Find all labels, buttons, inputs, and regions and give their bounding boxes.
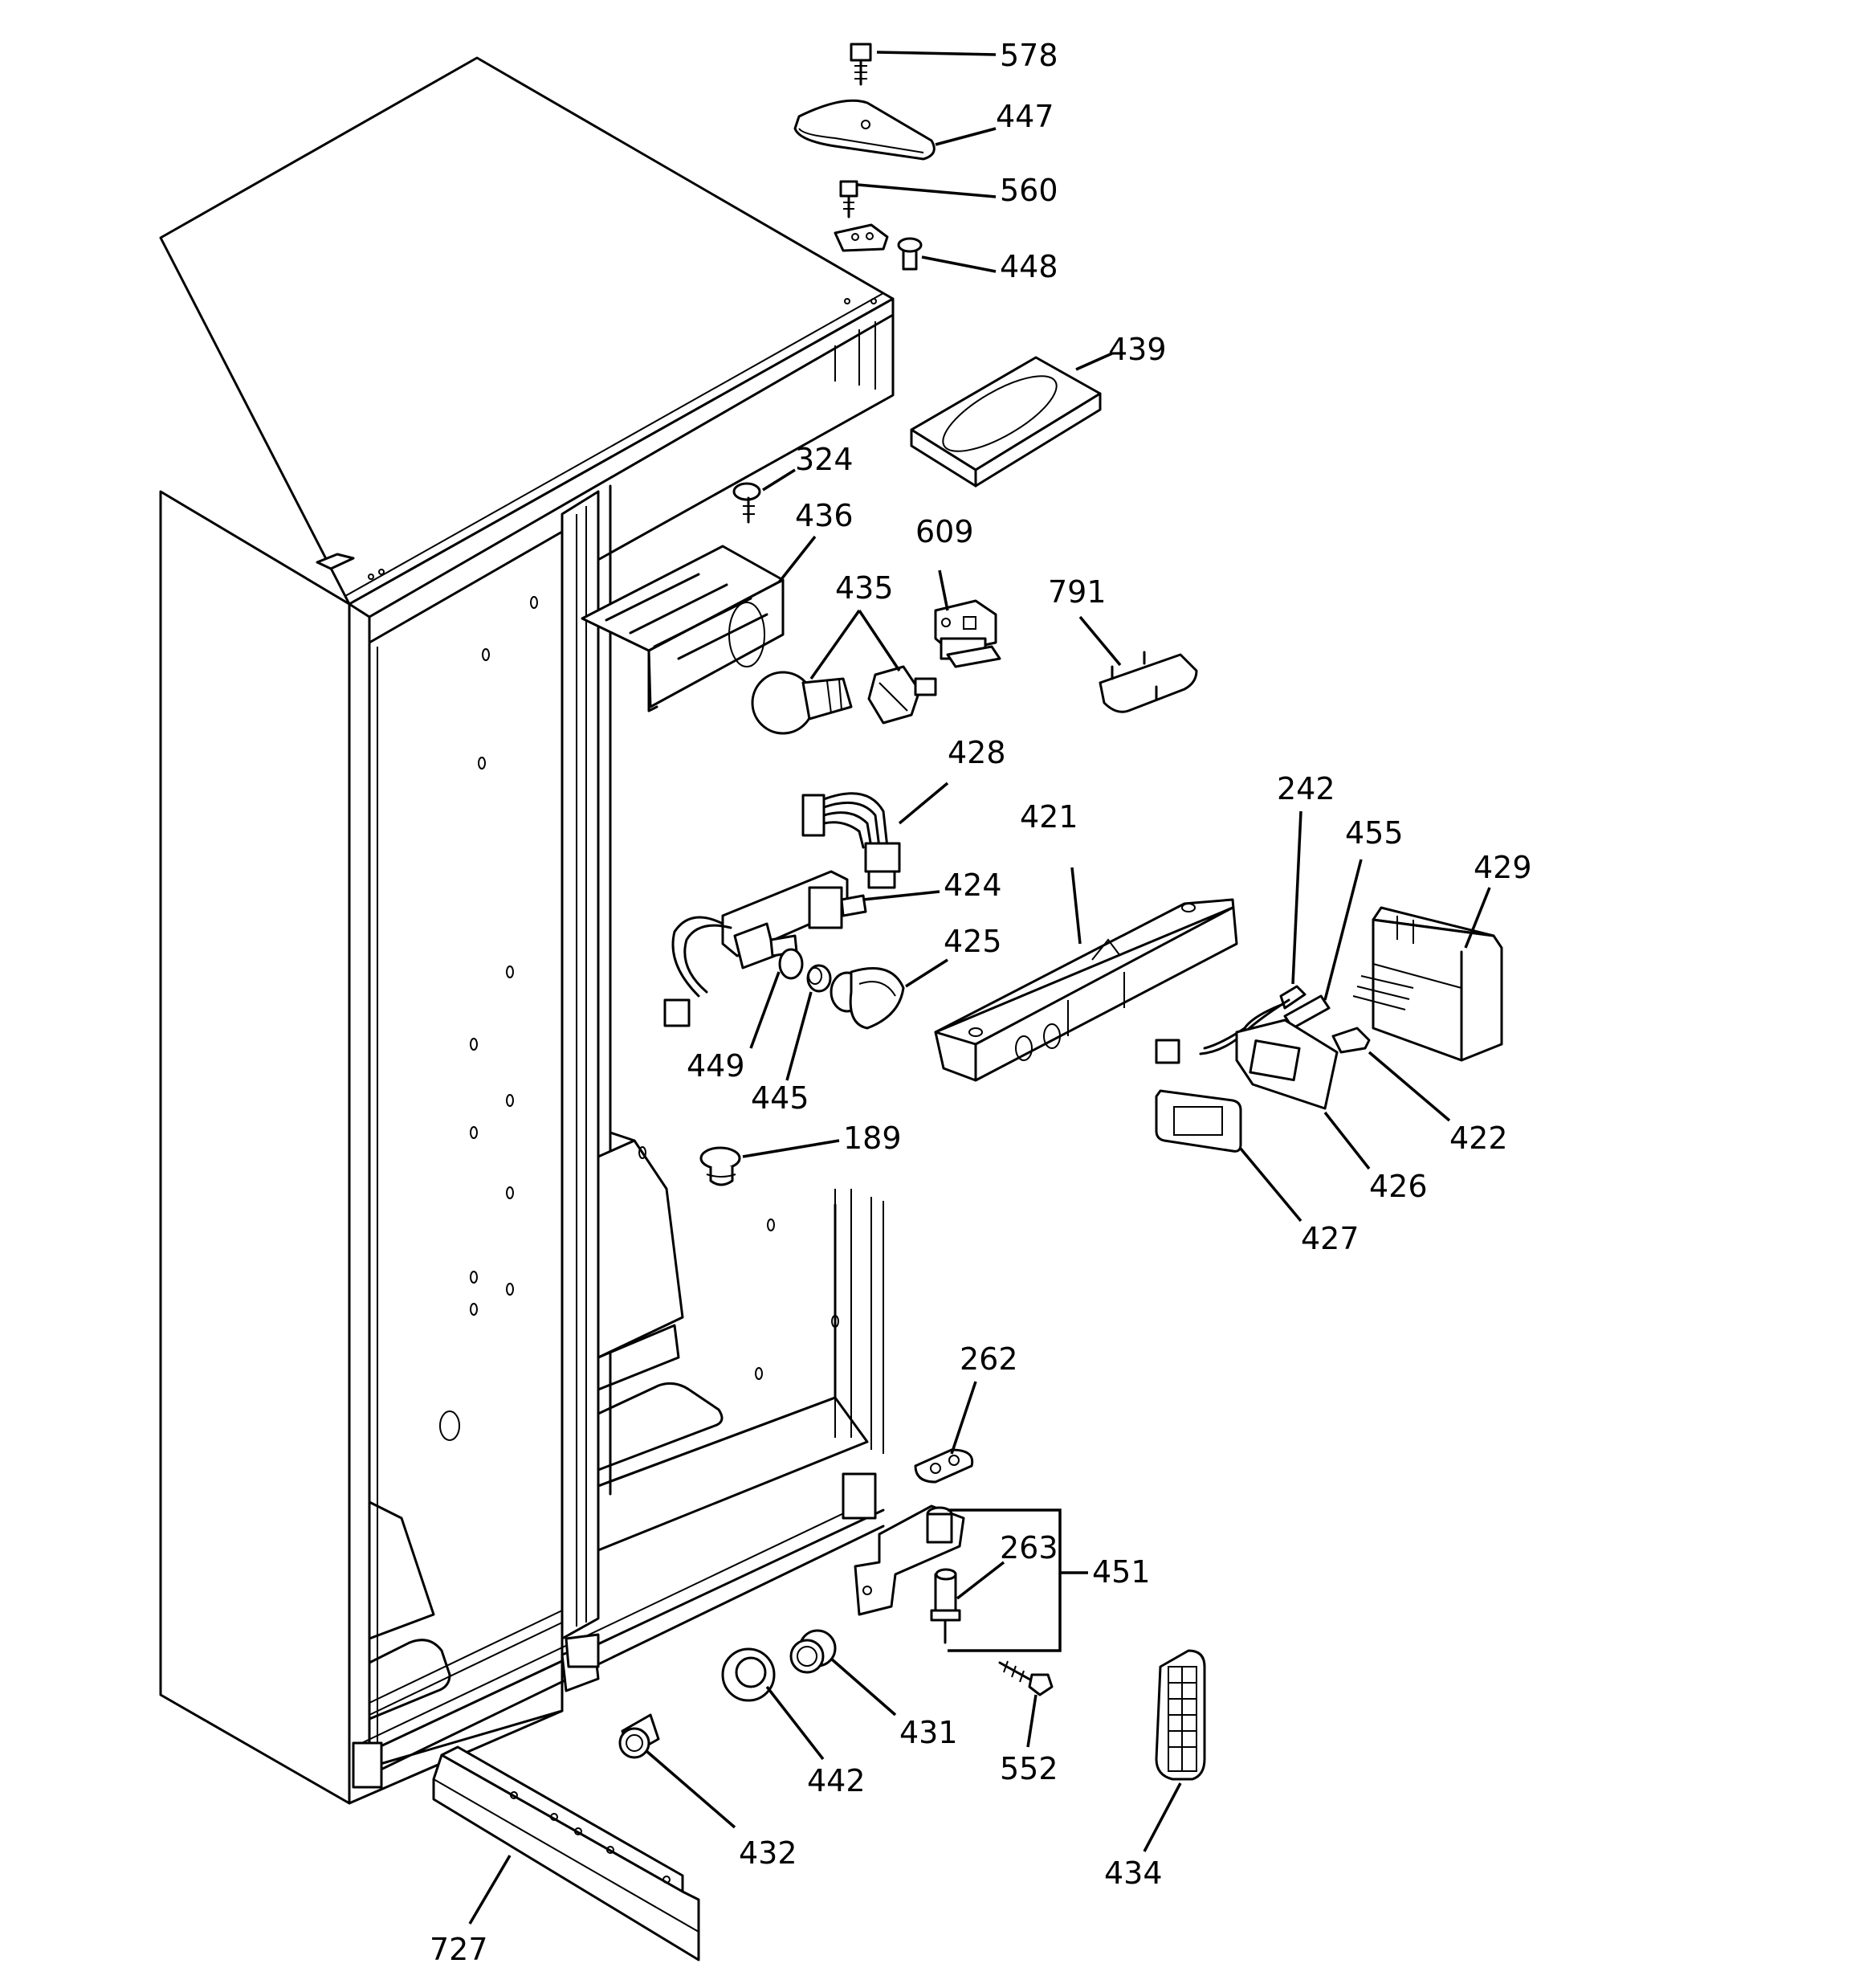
part-426-light-housing — [1235, 1018, 1339, 1110]
label-439: 439 — [1108, 332, 1167, 367]
label-791: 791 — [1048, 574, 1107, 610]
label-448: 448 — [1000, 249, 1058, 284]
part-427-lens — [1155, 1089, 1242, 1153]
label-189: 189 — [843, 1121, 902, 1156]
part-436-light-shield — [581, 545, 785, 712]
label-434: 434 — [1104, 1855, 1163, 1891]
label-578: 578 — [1000, 38, 1058, 73]
label-431: 431 — [899, 1715, 958, 1750]
label-262: 262 — [960, 1341, 1018, 1377]
label-432: 432 — [739, 1835, 797, 1871]
label-552: 552 — [1000, 1751, 1058, 1786]
label-451: 451 — [1092, 1554, 1151, 1590]
label-428: 428 — [948, 735, 1006, 770]
label-435: 435 — [835, 570, 894, 606]
label-263: 263 — [1000, 1530, 1058, 1565]
part-432-spacer — [618, 1713, 660, 1759]
part-447-hinge-cover — [793, 99, 936, 161]
label-445: 445 — [751, 1080, 809, 1116]
label-422: 422 — [1449, 1121, 1508, 1156]
label-609: 609 — [915, 514, 974, 549]
part-560-screw — [839, 180, 858, 218]
part-324-screw — [732, 482, 761, 524]
label-242: 242 — [1277, 771, 1335, 806]
label-455: 455 — [1345, 815, 1404, 851]
part-431-roller — [789, 1629, 837, 1674]
part-449-shaft — [778, 948, 804, 980]
label-424: 424 — [944, 867, 1002, 903]
label-426: 426 — [1369, 1169, 1428, 1204]
part-435-bulb-socket — [751, 665, 937, 735]
part-429-bracket-housing — [1352, 906, 1503, 1062]
refrigerator-cabinet — [159, 56, 895, 1805]
part-439-cover — [910, 356, 1102, 488]
part-451-bottom-hinge — [854, 1504, 965, 1616]
part-422-clip — [1331, 1027, 1371, 1054]
part-425-knob — [830, 967, 905, 1030]
label-324: 324 — [795, 442, 854, 477]
leader-lines — [468, 51, 1491, 1925]
part-448-hinge — [834, 223, 923, 271]
part-578-screw — [850, 43, 872, 86]
part-262-shim — [914, 1448, 974, 1484]
part-552-screw — [998, 1660, 1054, 1696]
part-424-control-assembly — [663, 870, 867, 1027]
label-447: 447 — [996, 99, 1054, 134]
part-791-cover — [1099, 651, 1198, 713]
label-429: 429 — [1474, 850, 1532, 885]
part-428-wire-harness — [801, 792, 901, 889]
part-442-washer — [721, 1647, 776, 1702]
part-727-kick-plate — [432, 1745, 700, 1961]
label-436: 436 — [795, 498, 854, 533]
label-425: 425 — [944, 924, 1002, 959]
part-242-thermistor — [1155, 985, 1307, 1064]
label-427: 427 — [1301, 1221, 1360, 1256]
part-609-switch — [934, 599, 1001, 668]
part-421-control-housing — [934, 898, 1238, 1082]
label-560: 560 — [1000, 173, 1058, 208]
part-263-pin — [930, 1568, 961, 1644]
label-727: 727 — [430, 1932, 488, 1967]
part-434-grille — [1155, 1649, 1206, 1781]
callout-labels: 578 447 560 448 439 324 436 609 435 791 … — [430, 38, 1532, 1967]
label-442: 442 — [807, 1763, 866, 1798]
part-189-plug — [699, 1146, 741, 1186]
label-449: 449 — [687, 1048, 745, 1084]
label-421: 421 — [1020, 799, 1078, 835]
part-445-bushing — [806, 964, 832, 993]
